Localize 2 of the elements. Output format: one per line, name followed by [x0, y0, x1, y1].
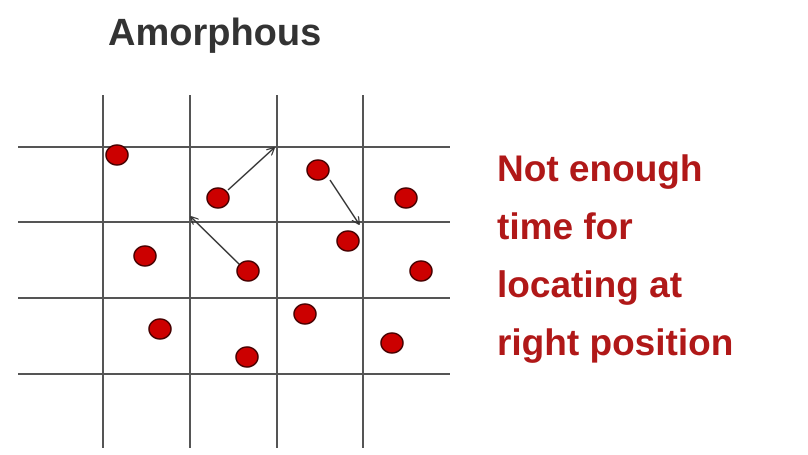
note-text: Not enough time for locating at right position: [497, 147, 734, 365]
title: Amorphous: [108, 12, 322, 55]
